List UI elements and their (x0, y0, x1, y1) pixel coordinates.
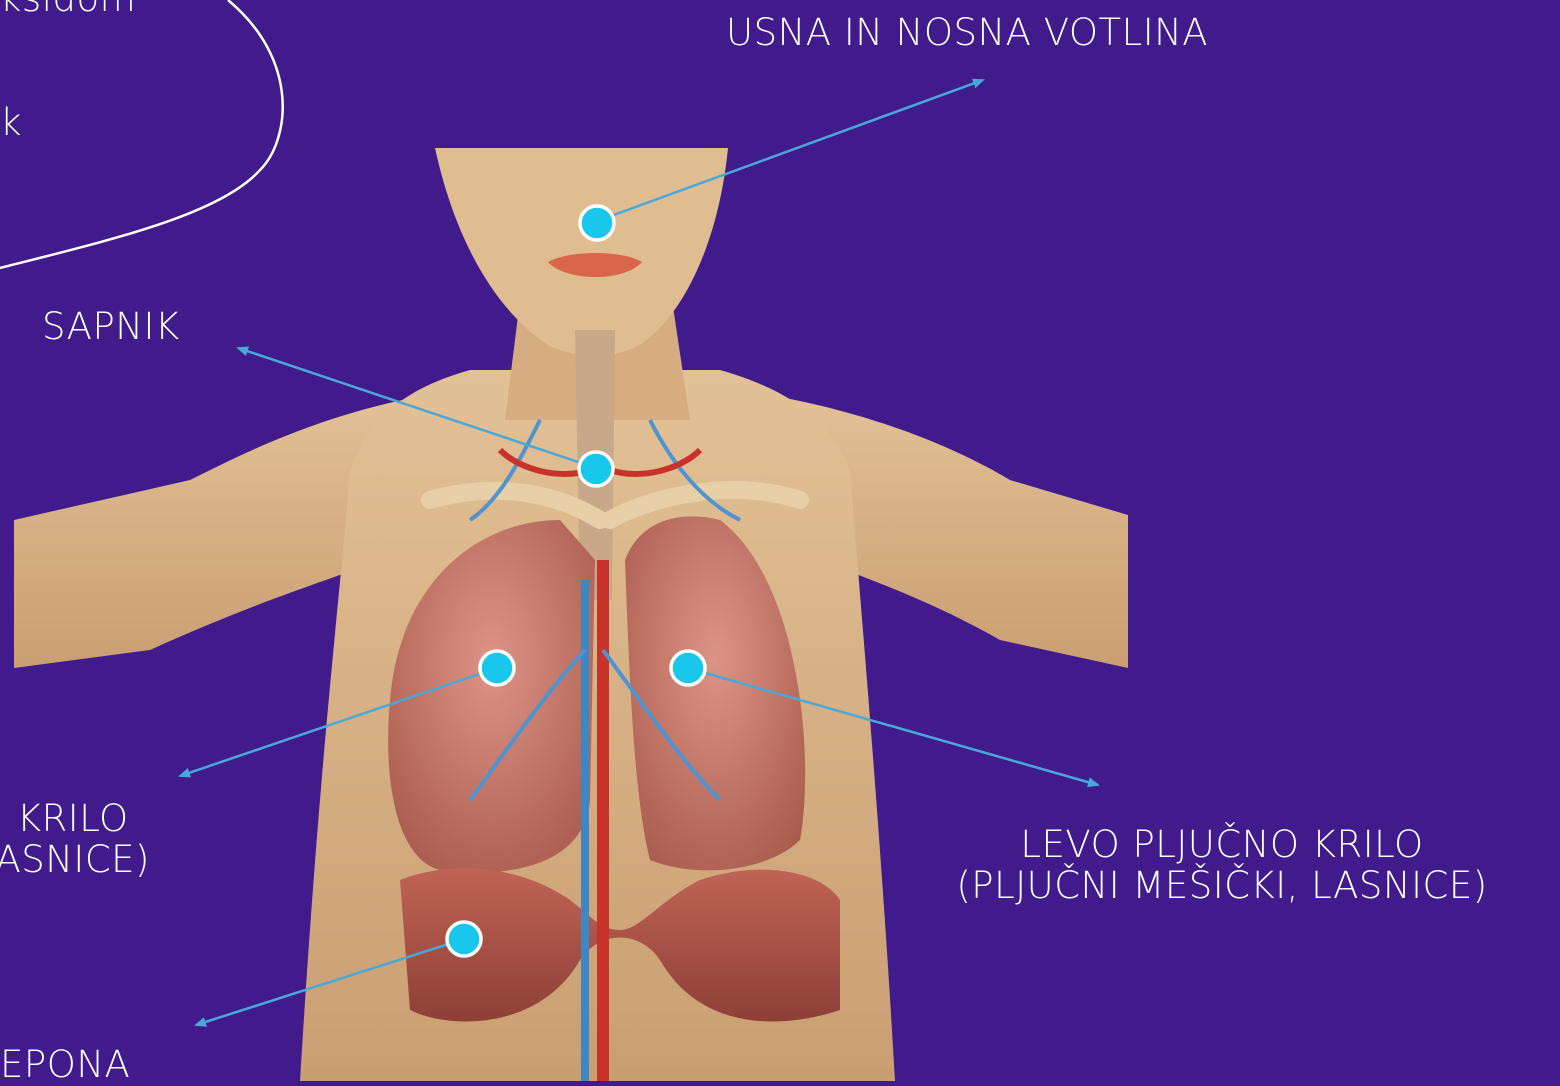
hotspot-larynx[interactable] (579, 452, 613, 486)
hotspot-diaphragm[interactable] (447, 922, 481, 956)
label-larynx: SAPNIK (42, 306, 180, 347)
label-left-lung-line1: LEVO PLJUČNO KRILO (884, 824, 1560, 865)
head (435, 148, 728, 356)
label-left-lung-line2: (PLJUČNI MEŠIČKI, LASNICE) (884, 865, 1560, 906)
label-diaphragm: EPONA (0, 1044, 130, 1085)
label-corner-k: k (0, 102, 22, 143)
label-left-lung: LEVO PLJUČNO KRILO (PLJUČNI MEŠIČKI, LAS… (884, 824, 1560, 906)
label-corner-top: ksidom (0, 0, 136, 19)
hotspot-nose[interactable] (580, 206, 614, 240)
label-mouth-nose: USNA IN NOSNA VOTLINA (726, 12, 1208, 53)
label-right-lung: KRILO ASNICE) (0, 798, 150, 880)
label-right-lung-line2: ASNICE) (0, 839, 150, 880)
speech-bubble-outline (0, 0, 283, 268)
hotspot-left-lung[interactable] (671, 651, 705, 685)
label-right-lung-line1: KRILO (0, 798, 150, 839)
hotspot-right-lung[interactable] (480, 651, 514, 685)
body (14, 148, 1128, 1081)
